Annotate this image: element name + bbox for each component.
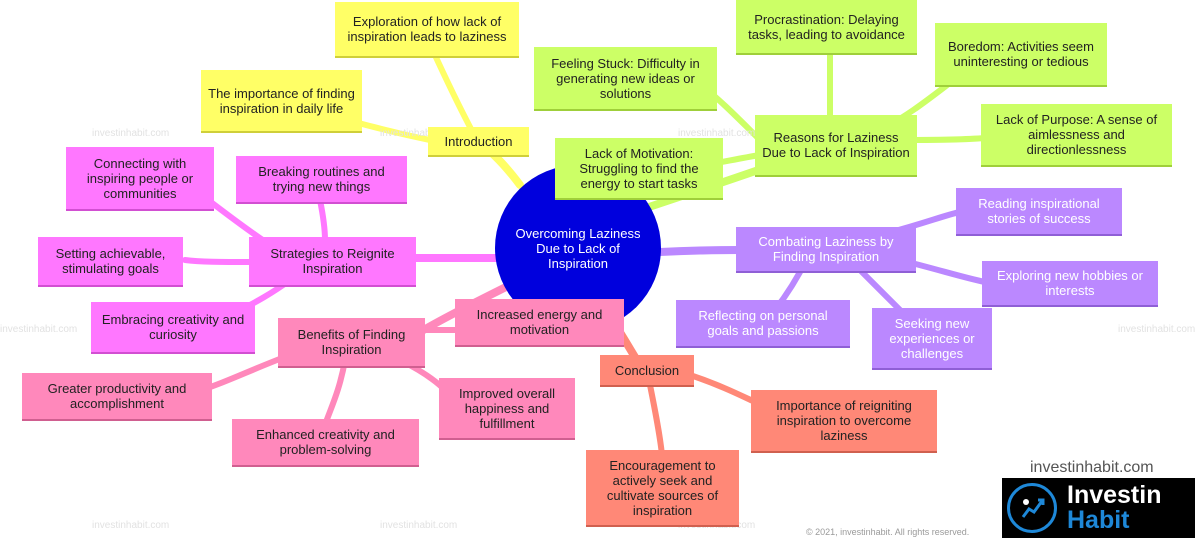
strategies-item-goals[interactable]: Setting achievable, stimulating goals bbox=[38, 237, 183, 287]
benefits-item-problem-solving[interactable]: Enhanced creativity and problem-solving bbox=[232, 419, 419, 467]
combating-item-hobbies[interactable]: Exploring new hobbies or interests bbox=[982, 261, 1158, 307]
strategies-item-connecting[interactable]: Connecting with inspiring people or comm… bbox=[66, 147, 214, 211]
copyright-text: © 2021, investinhabit. All rights reserv… bbox=[806, 527, 970, 537]
watermark: investinhabit.com bbox=[678, 128, 756, 139]
reasons-item-boredom[interactable]: Boredom: Activities seem uninteresting o… bbox=[935, 23, 1107, 87]
watermark: investinhabit.com bbox=[92, 520, 170, 531]
watermark: investinhabit.com bbox=[0, 324, 78, 335]
reasons-item-lack-of-motivation[interactable]: Lack of Motivation: Struggling to find t… bbox=[555, 138, 723, 200]
branch-introduction[interactable]: Introduction bbox=[428, 127, 529, 157]
conclusion-item-encouragement[interactable]: Encouragement to actively seek and culti… bbox=[586, 450, 739, 527]
logo-line1: Investin bbox=[1067, 481, 1162, 509]
logo-line2: Habit bbox=[1067, 506, 1130, 534]
conclusion-item-reigniting[interactable]: Importance of reigniting inspiration to … bbox=[751, 390, 937, 453]
reasons-item-procrastination[interactable]: Procrastination: Delaying tasks, leading… bbox=[736, 0, 917, 55]
watermark: investinhabit.com bbox=[1118, 324, 1196, 335]
intro-item-exploration[interactable]: Exploration of how lack of inspiration l… bbox=[335, 2, 519, 58]
branch-combating[interactable]: Combating Laziness by Finding Inspiratio… bbox=[736, 227, 916, 273]
combating-item-reading[interactable]: Reading inspirational stories of success bbox=[956, 188, 1122, 236]
combating-item-experiences[interactable]: Seeking new experiences or challenges bbox=[872, 308, 992, 370]
watermark: investinhabit.com bbox=[92, 128, 170, 139]
strategies-item-routines[interactable]: Breaking routines and trying new things bbox=[236, 156, 407, 204]
branch-reasons[interactable]: Reasons for Laziness Due to Lack of Insp… bbox=[755, 115, 917, 177]
investinhabit-logo[interactable]: Investin Habit bbox=[1002, 478, 1195, 538]
watermark: investinhabit.com bbox=[380, 520, 458, 531]
branch-conclusion[interactable]: Conclusion bbox=[600, 355, 694, 387]
reasons-item-feeling-stuck[interactable]: Feeling Stuck: Difficulty in generating … bbox=[534, 47, 717, 111]
brand-site-text: investinhabit.com bbox=[1030, 459, 1154, 476]
reasons-item-lack-of-purpose[interactable]: Lack of Purpose: A sense of aimlessness … bbox=[981, 104, 1172, 167]
benefits-item-energy[interactable]: Increased energy and motivation bbox=[455, 299, 624, 347]
watermark: investinhabit.com bbox=[380, 128, 458, 139]
branch-strategies[interactable]: Strategies to Reignite Inspiration bbox=[249, 237, 416, 287]
branch-benefits[interactable]: Benefits of Finding Inspiration bbox=[278, 318, 425, 368]
benefits-item-happiness[interactable]: Improved overall happiness and fulfillme… bbox=[439, 378, 575, 440]
intro-item-importance[interactable]: The importance of finding inspiration in… bbox=[201, 70, 362, 133]
strategies-item-creativity[interactable]: Embracing creativity and curiosity bbox=[91, 302, 255, 354]
benefits-item-productivity[interactable]: Greater productivity and accomplishment bbox=[22, 373, 212, 421]
combating-item-reflecting[interactable]: Reflecting on personal goals and passion… bbox=[676, 300, 850, 348]
head-icon bbox=[1007, 483, 1057, 533]
